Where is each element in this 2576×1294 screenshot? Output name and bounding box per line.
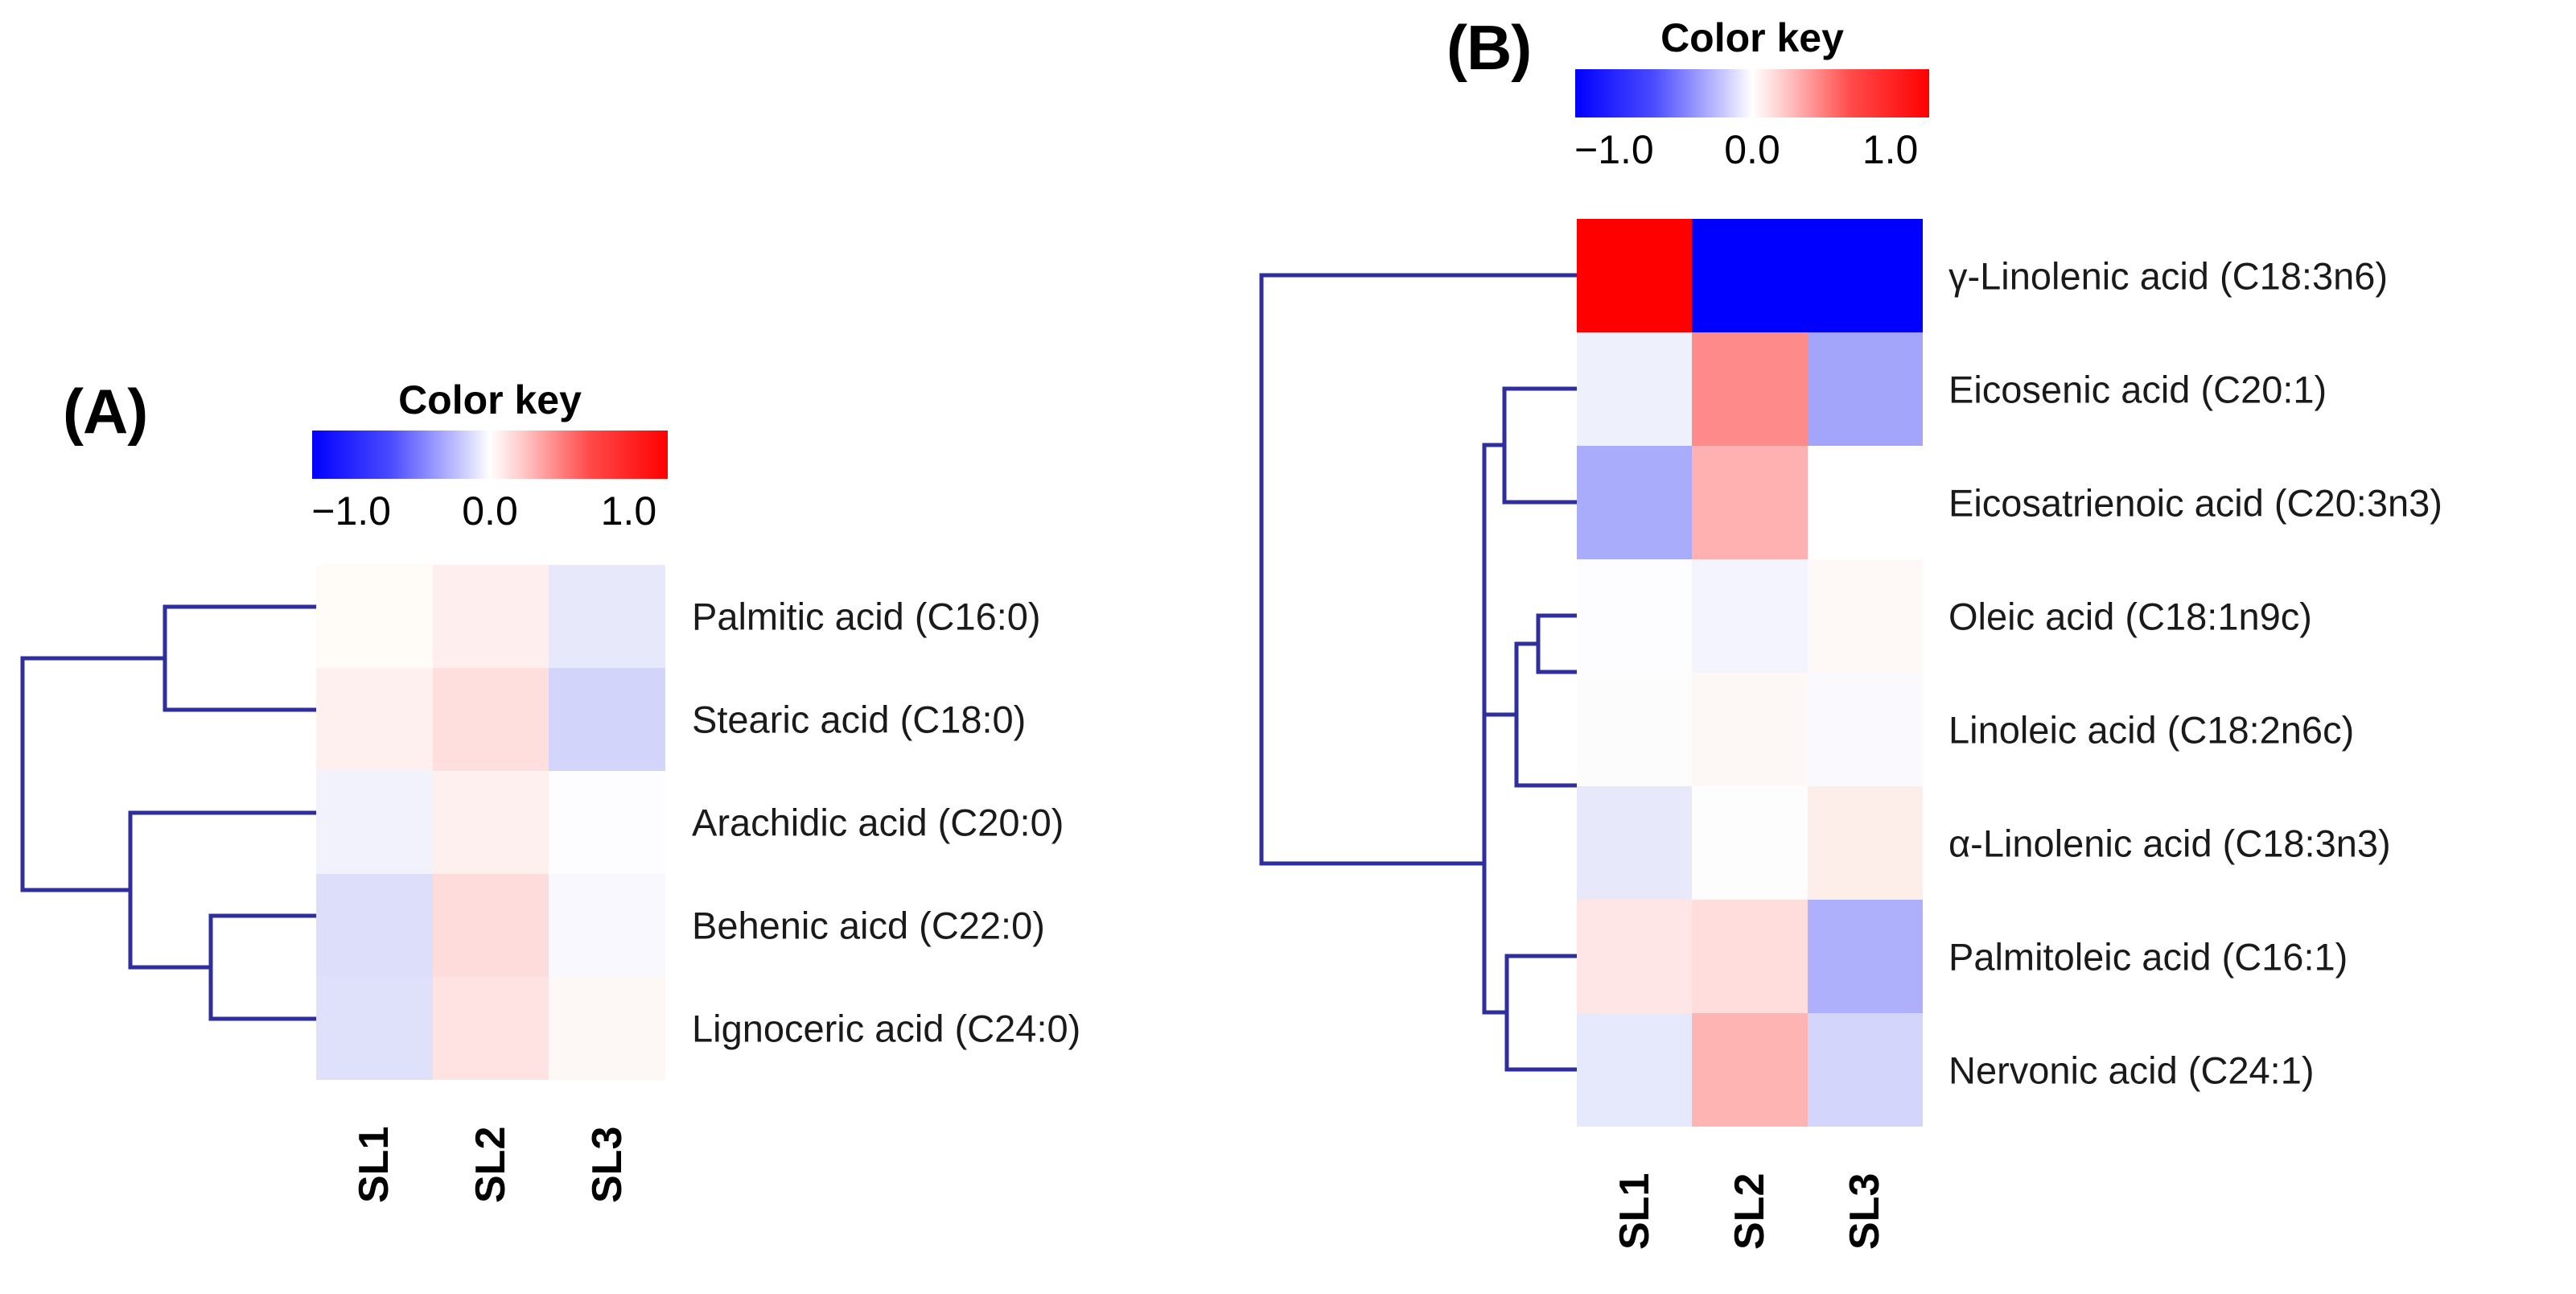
heatmap-cell (1807, 219, 1923, 332)
panel-a-tag: (A) (63, 376, 148, 447)
color-key-tick-min: −1.0 (1574, 127, 1654, 172)
dendro-root (20, 656, 167, 892)
color-key-tick-max: 1.0 (600, 488, 657, 534)
column-label: SL3 (1841, 1172, 1889, 1250)
heatmap-cell (1692, 332, 1808, 446)
row-label: Behenic aicd (C22:0) (692, 904, 1045, 947)
dendro-merge-upper-into-lower (1482, 443, 1507, 866)
heatmap-cell (549, 874, 665, 977)
heatmap-cell (316, 565, 433, 668)
row-label: Stearic acid (C18:0) (692, 698, 1027, 741)
dendro-root (1259, 273, 1579, 866)
panel-b-row-labels: γ-Linolenic acid (C18:3n6) Eicosenic acid… (1948, 219, 2576, 1127)
panel-a-column-labels: SL1 SL2 SL3 (316, 1102, 665, 1247)
row-label: Lignoceric acid (C24:0) (692, 1007, 1081, 1050)
panel-b-color-key: Color key −1.0 0.0 1.0 (1574, 15, 1929, 170)
color-key-gradient-bar (1575, 69, 1929, 117)
heatmap-cell (1577, 446, 1693, 559)
heatmap-cell (1577, 559, 1693, 673)
column-label: SL2 (1726, 1172, 1773, 1250)
heatmap-cell (432, 874, 549, 977)
color-key-gradient-bar (312, 431, 668, 479)
column-label: SL1 (1611, 1172, 1658, 1250)
heatmap-cell (432, 565, 549, 668)
heatmap-cell (549, 977, 665, 1080)
dendro-merge-palmitic-stearic (163, 604, 319, 712)
dendro-merge-with-alpha-linolenic (1514, 641, 1579, 788)
heatmap-cell (1807, 900, 1923, 1013)
dendro-merge-arachidic-group (128, 810, 319, 970)
row-label: Eicosenic acid (C20:1) (1948, 368, 2327, 410)
panel-b-row-dendrogram (1259, 273, 1579, 1072)
color-key-title: Color key (1660, 15, 1844, 60)
heatmap-cell (316, 668, 433, 771)
heatmap-cell (549, 565, 665, 668)
heatmap-cell (432, 668, 549, 771)
panel-b-tag: (B) (1446, 12, 1532, 83)
heatmap-cell (432, 977, 549, 1080)
dendro-merge-oleic-linoleic (1536, 613, 1579, 674)
row-label: γ-Linolenic acid (C18:3n6) (1948, 254, 2389, 297)
heatmap-cell (549, 771, 665, 874)
color-key-tick-max: 1.0 (1862, 127, 1919, 172)
dendro-merge-eicosenic-eicosatrienoic (1502, 386, 1579, 505)
heatmap-cell (1807, 673, 1923, 786)
heatmap-cell (316, 977, 433, 1080)
column-label: SL3 (583, 1126, 631, 1203)
panel-a: (A) Color key −1.0 0.0 1.0 Palmitic acid… (0, 0, 1239, 1269)
panel-a-color-key: Color key −1.0 0.0 1.0 (311, 377, 668, 531)
heatmap-cell (1807, 1013, 1923, 1127)
panel-b-heatmap (1577, 219, 1923, 1127)
dendro-merge-behenic-lignoceric (208, 913, 319, 1021)
heatmap-cell (1692, 219, 1808, 332)
heatmap-cell (432, 771, 549, 874)
panel-b: (B) Color key −1.0 0.0 1.0 γ-Linolenic a… (1239, 0, 2576, 1269)
column-label: SL2 (467, 1126, 514, 1203)
row-label: Palmitoleic acid (C16:1) (1948, 935, 2348, 978)
heatmap-cell (1692, 446, 1808, 559)
row-label: Linoleic acid (C18:2n6c) (1948, 708, 2355, 751)
dendro-merge-palmitoleic-nervonic (1504, 954, 1579, 1072)
heatmap-cell (1577, 1013, 1693, 1127)
heatmap-cell (1577, 900, 1693, 1013)
row-label: Nervonic acid (C24:1) (1948, 1049, 2315, 1091)
heatmap-cell (1807, 446, 1923, 559)
color-key-ticks: −1.0 0.0 1.0 (311, 488, 668, 536)
row-label: Arachidic acid (C20:0) (692, 801, 1064, 844)
color-key-tick-mid: 0.0 (462, 488, 518, 534)
heatmap-cell (1692, 559, 1808, 673)
panel-a-row-dendrogram (20, 604, 319, 1021)
color-key-ticks: −1.0 0.0 1.0 (1574, 127, 1929, 175)
heatmap-cell (1692, 1013, 1808, 1127)
panel-a-row-labels: Palmitic acid (C16:0) Stearic acid (C18:0… (692, 565, 1223, 1080)
heatmap-cell (1577, 673, 1693, 786)
heatmap-cell (1807, 559, 1923, 673)
panel-b-column-labels: SL1 SL2 SL3 (1577, 1149, 1923, 1294)
heatmap-cell (1692, 900, 1808, 1013)
row-label: Palmitic acid (C16:0) (692, 595, 1041, 638)
heatmap-cell (1577, 332, 1693, 446)
row-label: Oleic acid (C18:1n9c) (1948, 595, 2312, 637)
heatmap-cell (1807, 332, 1923, 446)
color-key-tick-mid: 0.0 (1724, 127, 1780, 172)
heatmap-cell (1577, 786, 1693, 900)
row-label: α-Linolenic acid (C18:3n3) (1948, 822, 2391, 864)
heatmap-cell (1577, 219, 1693, 332)
color-key-tick-min: −1.0 (311, 488, 391, 534)
heatmap-cell (316, 874, 433, 977)
heatmap-cell (1692, 673, 1808, 786)
heatmap-cell (1692, 786, 1808, 900)
heatmap-cell (549, 668, 665, 771)
column-label: SL1 (351, 1126, 398, 1203)
panel-a-heatmap (316, 565, 665, 1080)
heatmap-cell (316, 771, 433, 874)
color-key-title: Color key (398, 377, 582, 422)
row-label: Eicosatrienoic acid (C20:3n3) (1948, 481, 2442, 524)
dendro-merge-lower-cluster (1482, 712, 1519, 1015)
heatmap-cell (1807, 786, 1923, 900)
